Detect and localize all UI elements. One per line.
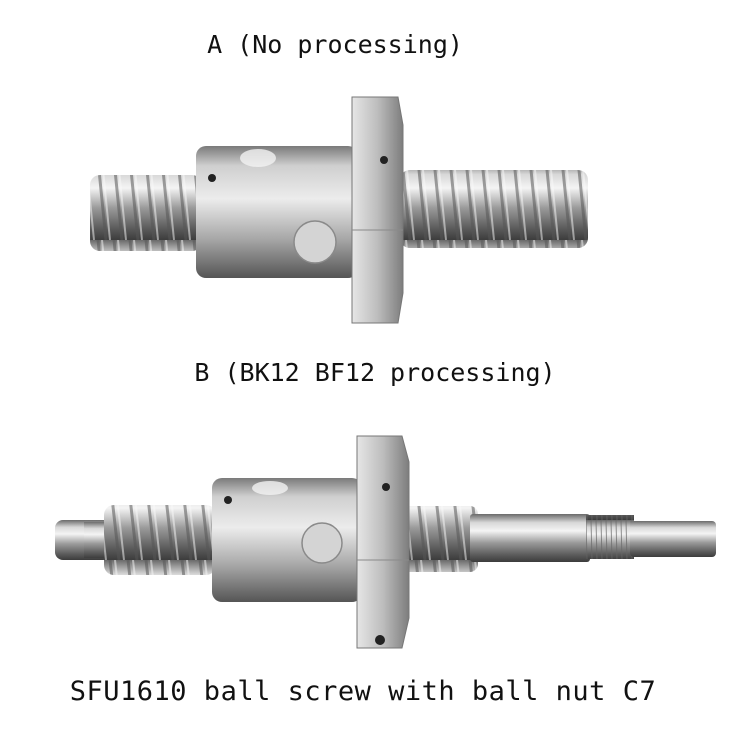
nut-flange <box>351 96 404 324</box>
caption-sfu1610-description: SFU1610 ball screw with ball nut C7 <box>69 676 657 707</box>
ball-nut-body <box>196 146 358 278</box>
screw-thread-right <box>400 506 478 572</box>
ball-screw-b-image <box>55 435 716 649</box>
machined-shaft <box>470 514 590 562</box>
ball-screw-a-image <box>90 96 588 324</box>
right-journal-end <box>630 521 716 557</box>
screw-thread-left <box>90 175 202 251</box>
nut-flange <box>356 435 410 649</box>
screw-thread-right <box>400 170 588 248</box>
ball-nut-body <box>212 478 362 602</box>
threaded-end <box>586 515 634 559</box>
screw-thread-left <box>104 505 216 575</box>
caption-a-no-processing: A (No processing) <box>207 30 463 59</box>
caption-b-bk12-bf12-processing: B (BK12 BF12 processing) <box>194 358 556 387</box>
return-tube-plug <box>301 522 343 564</box>
return-tube-plug <box>293 220 337 264</box>
